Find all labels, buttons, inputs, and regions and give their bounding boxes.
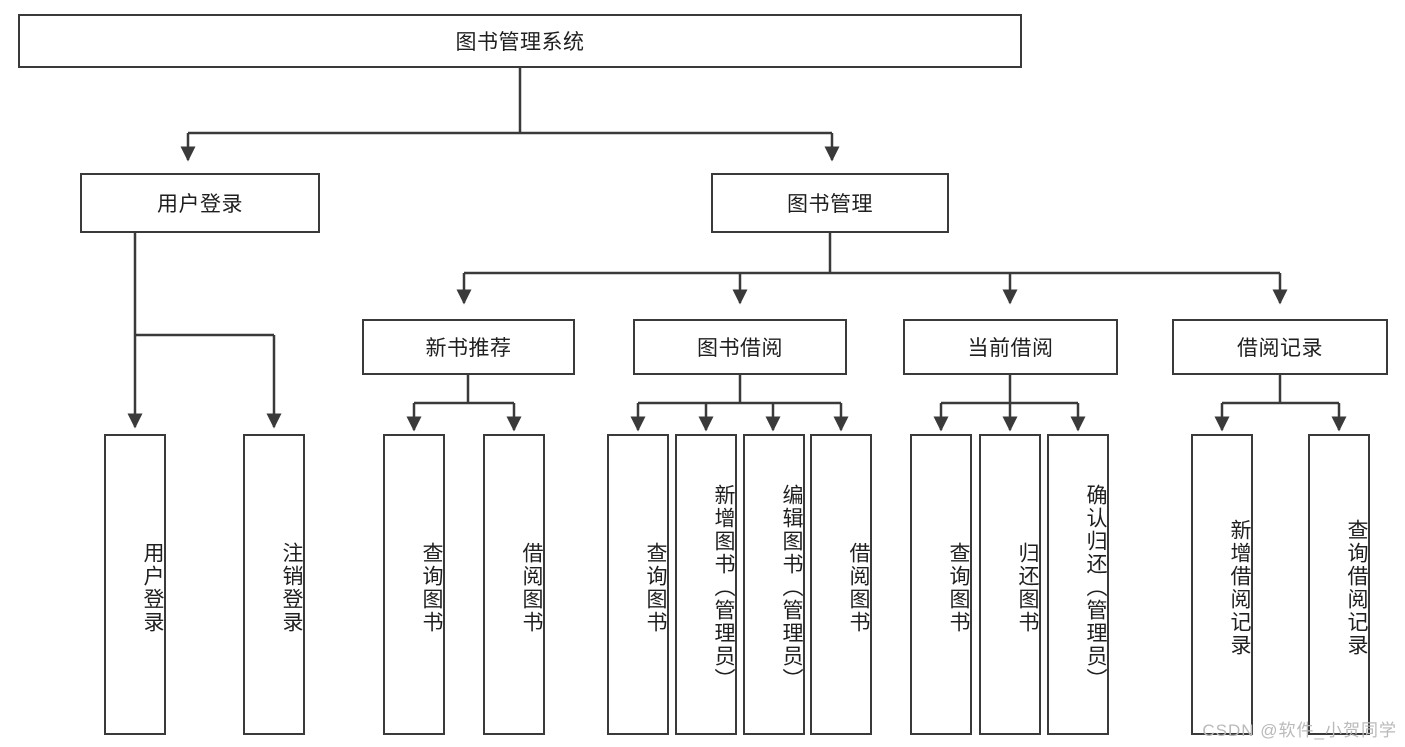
leaf-label: 借阅图书 (847, 541, 870, 634)
node-user-login[interactable]: 用户登录 (80, 173, 320, 233)
leaf-label: 查询图书 (420, 541, 443, 634)
leaf-borrow-borrow-book[interactable]: 借阅图书 (810, 434, 872, 735)
leaf-label: 借阅图书 (520, 541, 543, 634)
leaf-user-login-signout[interactable]: 注销登录 (243, 434, 305, 735)
leaf-borrow-add-book[interactable]: 新增图书（管理员） (675, 434, 737, 735)
node-borrow-record[interactable]: 借阅记录 (1172, 319, 1388, 375)
node-book-borrow-label: 图书借阅 (697, 337, 783, 360)
leaf-label: 注销登录 (280, 541, 303, 634)
node-book-management-label: 图书管理 (787, 193, 873, 216)
leaf-borrow-query-book[interactable]: 查询图书 (607, 434, 669, 735)
leaf-current-query-book[interactable]: 查询图书 (910, 434, 972, 735)
leaf-label: 查询图书 (947, 541, 970, 634)
leaf-new-book-borrow[interactable]: 借阅图书 (483, 434, 545, 735)
node-current-borrow[interactable]: 当前借阅 (903, 319, 1118, 375)
leaf-new-book-query[interactable]: 查询图书 (383, 434, 445, 735)
node-current-borrow-label: 当前借阅 (967, 337, 1054, 360)
watermark: CSDN @软件_小贺同学 (1202, 721, 1397, 740)
node-user-login-label: 用户登录 (157, 193, 243, 216)
leaf-current-return-book[interactable]: 归还图书 (979, 434, 1041, 735)
leaf-label: 查询图书 (644, 541, 667, 634)
leaf-current-confirm-return[interactable]: 确认归还（管理员） (1047, 434, 1109, 735)
node-root-label: 图书管理系统 (455, 31, 585, 54)
node-root[interactable]: 图书管理系统 (18, 14, 1022, 68)
node-borrow-record-label: 借阅记录 (1237, 337, 1323, 360)
leaf-record-add[interactable]: 新增借阅记录 (1191, 434, 1253, 735)
leaf-label: 编辑图书（管理员） (780, 484, 803, 691)
leaf-label: 用户登录 (141, 541, 164, 634)
leaf-label: 确认归还（管理员） (1084, 484, 1107, 691)
leaf-label: 查询借阅记录 (1345, 518, 1368, 657)
node-book-borrow[interactable]: 图书借阅 (633, 319, 847, 375)
leaf-label: 新增图书（管理员） (712, 484, 735, 691)
leaf-label: 归还图书 (1016, 541, 1039, 634)
node-new-book-recommend[interactable]: 新书推荐 (362, 319, 575, 375)
node-book-management[interactable]: 图书管理 (711, 173, 949, 233)
node-new-book-recommend-label: 新书推荐 (425, 337, 512, 360)
leaf-user-login-signin[interactable]: 用户登录 (104, 434, 166, 735)
leaf-record-query[interactable]: 查询借阅记录 (1308, 434, 1370, 735)
leaf-label: 新增借阅记录 (1228, 518, 1251, 657)
leaf-borrow-edit-book[interactable]: 编辑图书（管理员） (743, 434, 805, 735)
